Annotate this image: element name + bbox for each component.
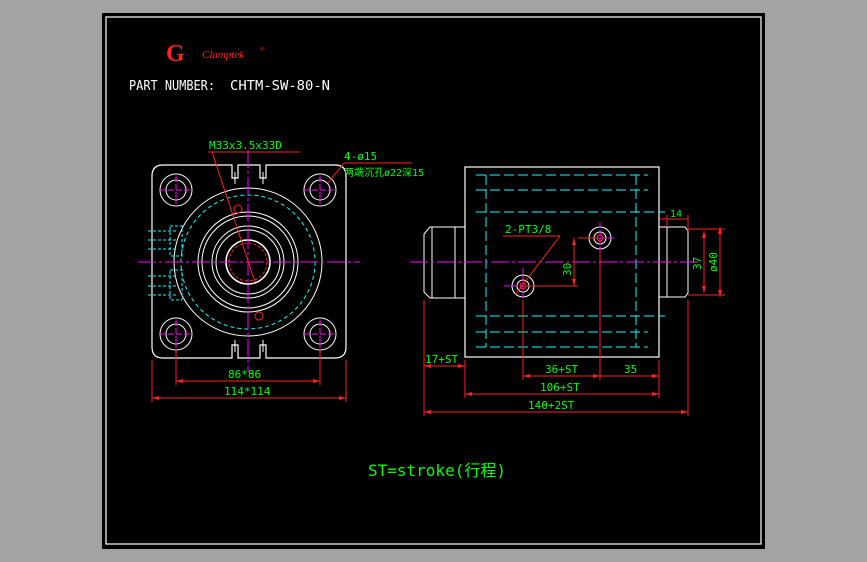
side-hidden-lines	[476, 174, 665, 348]
front-ext-dim-label: 17+ST	[425, 353, 458, 366]
body-len-dim-label: 106+ST	[540, 381, 580, 394]
drawing-frame	[105, 16, 762, 545]
rod-length-dim-label: 14	[670, 209, 682, 220]
front-left-fittings	[148, 225, 183, 301]
logo-text: Clamptek	[202, 49, 245, 61]
port-offset-dim-label: 30	[561, 263, 574, 276]
thread-spec-label: M33x3.5x33D	[209, 139, 282, 152]
port-spec-label: 2-PT3/8	[505, 223, 551, 236]
front-view-body-outline	[151, 164, 347, 359]
clamptek-logo: G Clamptek ®	[166, 41, 265, 67]
stroke-note: ST=stroke(行程)	[368, 461, 506, 480]
thread-leader	[211, 151, 256, 283]
part-number-value: CHTM-SW-80-N	[230, 79, 330, 94]
side-view: 2-PT3/8 30 14 37 ø40 17+ST	[410, 166, 725, 416]
overall-dim-label: 140+2ST	[528, 399, 575, 412]
part-number-label: PART NUMBER:	[129, 79, 215, 94]
hole-leader	[327, 162, 345, 184]
bolt-spacing-dim-label: 86*86	[228, 368, 261, 381]
front-view: M33x3.5x33D 4-ø15 两端沉孔ø22深15 86*86 114*1…	[138, 139, 424, 402]
rod-dia-outer-dim-label: ø40	[707, 252, 720, 272]
drawing-viewport	[102, 13, 765, 549]
port-pos-dim-label: 36+ST	[545, 363, 578, 376]
logo-mark: G	[166, 41, 185, 67]
logo-trademark: ®	[260, 46, 265, 53]
hole-spec-label: 4-ø15	[344, 150, 377, 163]
side-view-front-boss	[423, 226, 465, 299]
front-port-bottom	[254, 311, 264, 321]
body-size-dim-label: 114*114	[224, 385, 271, 398]
counterbore-spec-label: 两端沉孔ø22深15	[344, 166, 424, 179]
front-port-top	[233, 204, 243, 214]
port-end-dim-label: 35	[624, 363, 637, 376]
port-leader	[514, 235, 561, 296]
rod-dia-inner-dim-label: 37	[691, 257, 704, 270]
